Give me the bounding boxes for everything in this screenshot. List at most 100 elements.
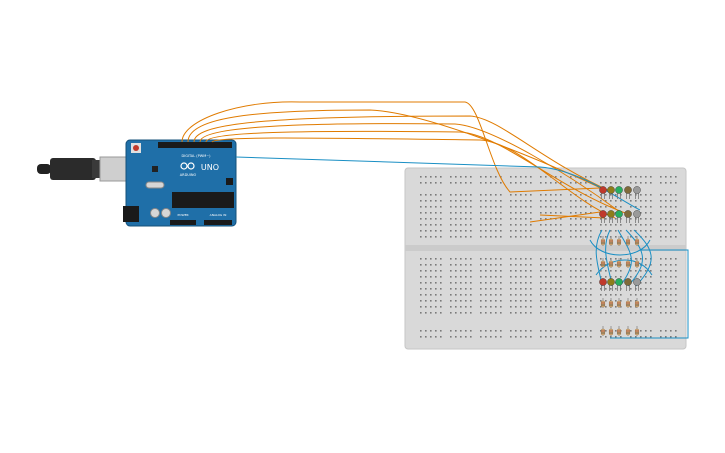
breadboard-hole bbox=[440, 336, 442, 338]
breadboard-hole bbox=[670, 300, 672, 302]
breadboard-hole bbox=[650, 182, 652, 184]
breadboard-hole bbox=[520, 282, 522, 284]
breadboard-hole bbox=[500, 264, 502, 266]
breadboard-hole bbox=[580, 300, 582, 302]
resistor[interactable] bbox=[601, 238, 606, 246]
breadboard-hole bbox=[610, 200, 612, 202]
wire-signal-7[interactable] bbox=[529, 211, 601, 223]
breadboard-hole bbox=[470, 200, 472, 202]
breadboard-hole bbox=[615, 336, 617, 338]
breadboard-hole bbox=[560, 282, 562, 284]
breadboard-hole bbox=[530, 288, 532, 290]
wire-ground-main[interactable] bbox=[235, 156, 641, 211]
breadboard-hole bbox=[495, 236, 497, 238]
wire-ground-7[interactable] bbox=[595, 259, 653, 276]
breadboard-hole bbox=[420, 230, 422, 232]
breadboard-hole bbox=[580, 306, 582, 308]
breadboard-hole bbox=[635, 336, 637, 338]
breadboard-hole bbox=[425, 200, 427, 202]
breadboard-hole bbox=[465, 276, 467, 278]
resistor[interactable] bbox=[626, 238, 631, 246]
resistor[interactable] bbox=[601, 300, 606, 308]
wire-signal-1[interactable] bbox=[181, 101, 601, 193]
resistor[interactable] bbox=[617, 300, 622, 308]
breadboard-hole bbox=[570, 264, 572, 266]
breadboard-hole bbox=[580, 294, 582, 296]
wire-ground-3[interactable] bbox=[617, 229, 632, 287]
breadboard-hole bbox=[640, 182, 642, 184]
wire-signal-4[interactable] bbox=[199, 123, 621, 213]
breadboard-hole bbox=[675, 276, 677, 278]
wire-ground-return[interactable] bbox=[610, 249, 689, 339]
resistor[interactable] bbox=[626, 300, 631, 308]
breadboard-hole bbox=[495, 264, 497, 266]
resistor[interactable] bbox=[601, 328, 606, 336]
led[interactable] bbox=[599, 186, 607, 194]
resistor[interactable] bbox=[617, 328, 622, 336]
breadboard-hole bbox=[425, 288, 427, 290]
breadboard-hole bbox=[485, 236, 487, 238]
breadboard-hole bbox=[420, 206, 422, 208]
led[interactable] bbox=[624, 186, 632, 194]
breadboard-hole bbox=[530, 264, 532, 266]
led[interactable] bbox=[624, 210, 632, 218]
wire-ground-4[interactable] bbox=[625, 229, 643, 287]
led[interactable] bbox=[607, 186, 615, 194]
resistor[interactable] bbox=[626, 260, 631, 268]
breadboard-hole bbox=[580, 270, 582, 272]
resistor[interactable] bbox=[626, 328, 631, 336]
led[interactable] bbox=[599, 210, 607, 218]
resistor[interactable] bbox=[635, 300, 640, 308]
breadboard-hole bbox=[555, 330, 557, 332]
breadboard-hole bbox=[480, 282, 482, 284]
wire-ground-5[interactable] bbox=[633, 229, 652, 287]
breadboard-hole bbox=[435, 306, 437, 308]
resistor[interactable] bbox=[609, 238, 614, 246]
resistor[interactable] bbox=[609, 328, 614, 336]
breadboard-hole bbox=[660, 258, 662, 260]
breadboard-hole bbox=[590, 306, 592, 308]
breadboard-hole bbox=[575, 294, 577, 296]
capacitor-1 bbox=[150, 208, 160, 218]
resistor[interactable] bbox=[617, 238, 622, 246]
resistor[interactable] bbox=[635, 328, 640, 336]
led[interactable] bbox=[615, 186, 623, 194]
led[interactable] bbox=[607, 278, 615, 286]
wire-signal-8[interactable] bbox=[539, 214, 606, 219]
breadboard[interactable] bbox=[404, 167, 687, 350]
wire-signal-6[interactable] bbox=[211, 137, 616, 219]
breadboard-hole bbox=[435, 218, 437, 220]
breadboard-hole bbox=[550, 336, 552, 338]
led[interactable] bbox=[624, 278, 632, 286]
led[interactable] bbox=[607, 210, 615, 218]
wire-signal-2[interactable] bbox=[187, 109, 606, 191]
breadboard-hole bbox=[670, 276, 672, 278]
led[interactable] bbox=[599, 278, 607, 286]
breadboard-hole bbox=[665, 288, 667, 290]
led[interactable] bbox=[633, 186, 641, 194]
wire-ground-6[interactable] bbox=[589, 239, 651, 256]
breadboard-hole bbox=[470, 194, 472, 196]
breadboard-hole bbox=[430, 294, 432, 296]
wire-signal-5[interactable] bbox=[205, 130, 629, 215]
led[interactable] bbox=[633, 210, 641, 218]
breadboard-hole bbox=[640, 282, 642, 284]
icsp-header bbox=[226, 178, 233, 185]
resistor[interactable] bbox=[601, 260, 606, 268]
breadboard-hole bbox=[480, 312, 482, 314]
breadboard-hole bbox=[590, 258, 592, 260]
resistor[interactable] bbox=[635, 260, 640, 268]
breadboard-hole bbox=[490, 218, 492, 220]
breadboard-hole bbox=[440, 218, 442, 220]
resistor[interactable] bbox=[609, 260, 614, 268]
resistor[interactable] bbox=[635, 238, 640, 246]
breadboard-hole bbox=[480, 294, 482, 296]
breadboard-hole bbox=[620, 270, 622, 272]
arduino-uno-board[interactable]: DIGITAL (PWM~) ARDUINO UNO POWER ANALOG … bbox=[123, 139, 237, 227]
wire-signal-3[interactable] bbox=[193, 115, 613, 193]
led[interactable] bbox=[633, 278, 641, 286]
resistor[interactable] bbox=[609, 300, 614, 308]
led[interactable] bbox=[615, 278, 623, 286]
led[interactable] bbox=[615, 210, 623, 218]
resistor[interactable] bbox=[617, 260, 622, 268]
